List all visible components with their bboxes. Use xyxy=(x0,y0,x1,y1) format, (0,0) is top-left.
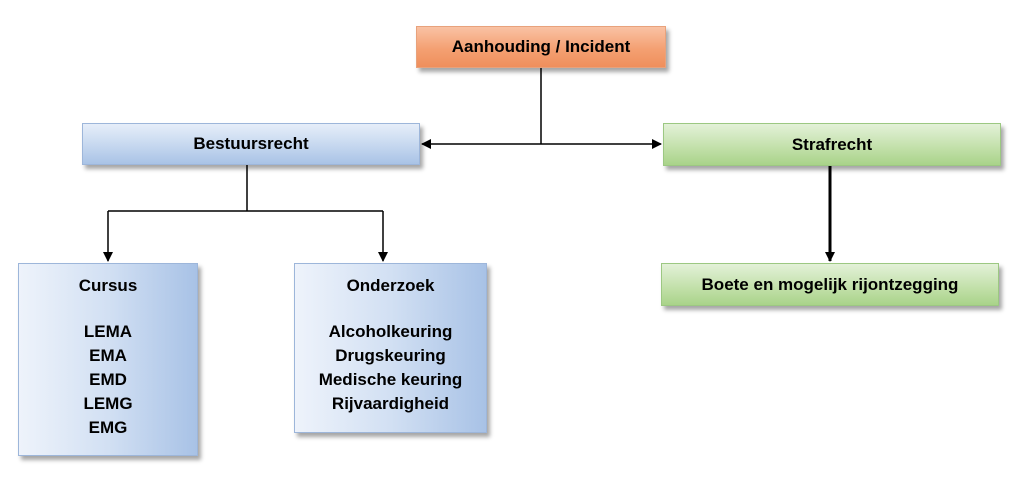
node-onderzoek: Onderzoek Alcoholkeuring Drugskeuring Me… xyxy=(294,263,487,433)
cursus-item: LEMA xyxy=(83,322,133,341)
node-boete-label: Boete en mogelijk rijontzegging xyxy=(701,274,959,294)
onderzoek-item: Alcoholkeuring xyxy=(328,322,453,341)
onderzoek-item: Drugskeuring xyxy=(335,346,446,365)
node-strafrecht: Strafrecht xyxy=(663,123,1001,166)
node-boete: Boete en mogelijk rijontzegging xyxy=(661,263,999,306)
onderzoek-list: Alcoholkeuring Drugskeuring Medische keu… xyxy=(295,320,486,416)
cursus-item: EMD xyxy=(89,370,127,389)
onderzoek-item: Medische keuring xyxy=(318,370,463,389)
node-strafrecht-label: Strafrecht xyxy=(791,134,873,154)
node-onderzoek-title: Onderzoek xyxy=(346,276,435,295)
node-cursus-title: Cursus xyxy=(78,276,138,295)
node-bestuursrecht: Bestuursrecht xyxy=(82,123,420,165)
node-bestuursrecht-label: Bestuursrecht xyxy=(193,134,309,153)
cursus-list: LEMA EMA EMD LEMG EMG xyxy=(19,320,197,440)
node-cursus: Cursus LEMA EMA EMD LEMG EMG xyxy=(18,263,198,456)
cursus-item: LEMG xyxy=(83,394,133,413)
cursus-item: EMG xyxy=(88,418,128,437)
onderzoek-item: Rijvaardigheid xyxy=(331,394,450,413)
node-root: Aanhouding / Incident xyxy=(416,26,666,68)
cursus-item: EMA xyxy=(89,346,127,365)
node-root-label: Aanhouding / Incident xyxy=(451,37,631,56)
